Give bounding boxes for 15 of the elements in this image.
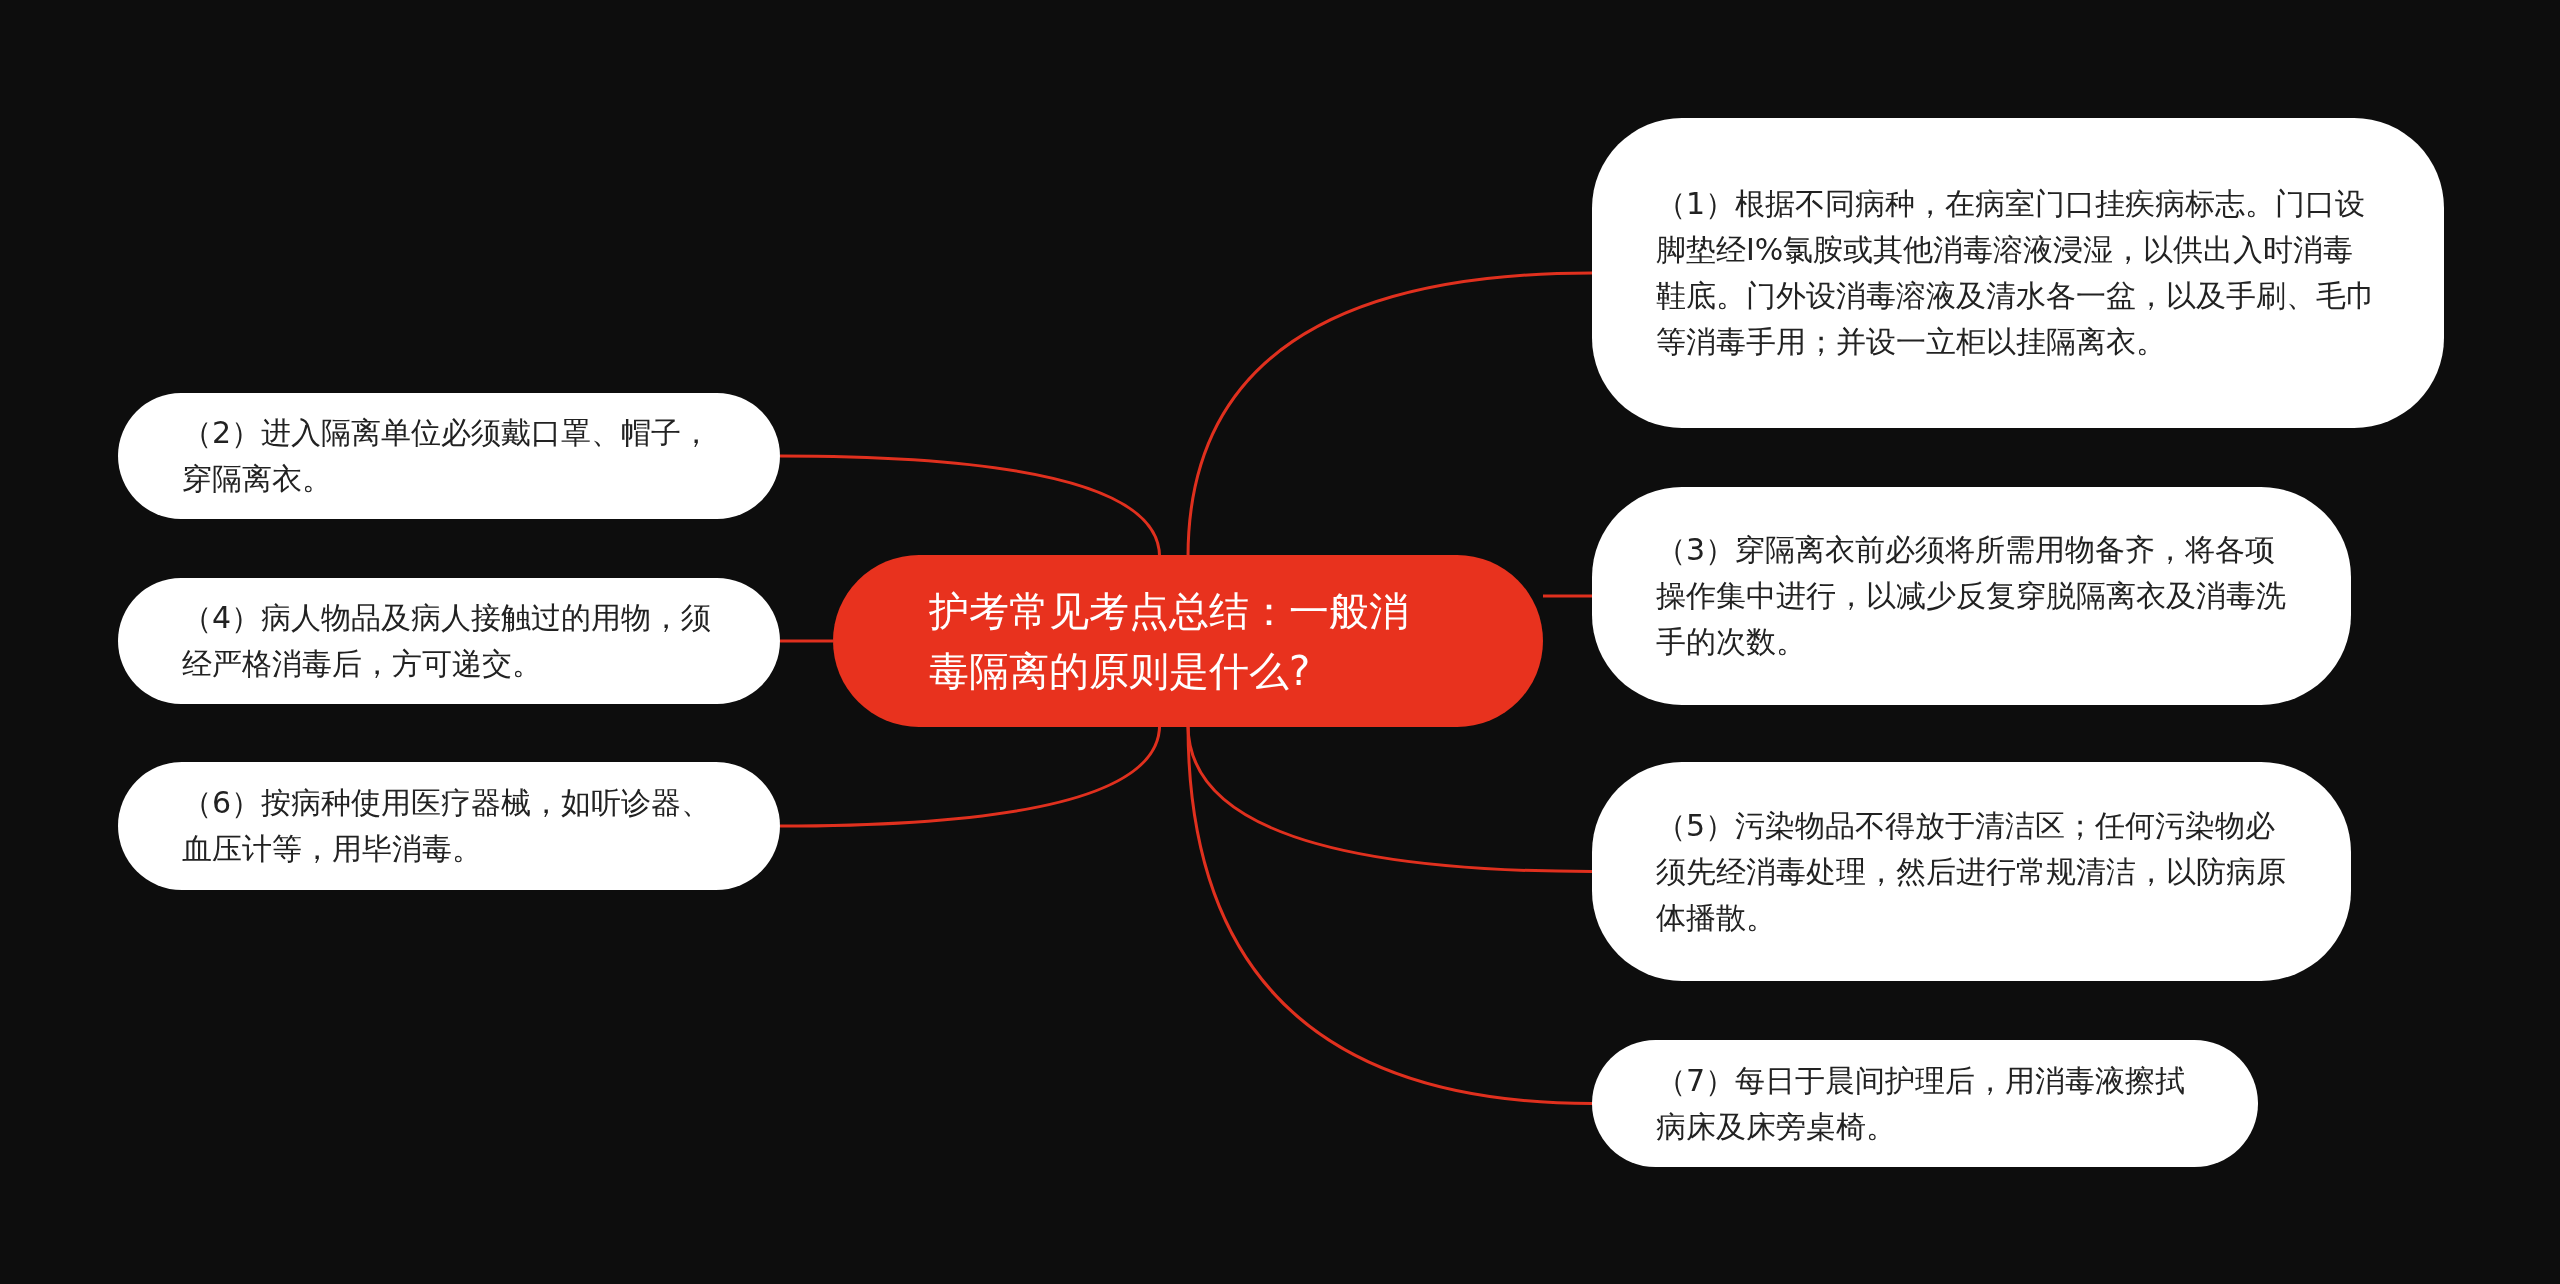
connector-line (1186, 724, 1593, 1105)
branch-text: （7）每日于晨间护理后，用消毒液擦拭病床及床旁桌椅。 (1656, 1061, 2187, 1146)
branch-text: （5）污染物品不得放于清洁区；任何污染物必须先经消毒处理，然后进行常规清洁，以防病原体播散。 (1656, 806, 2287, 937)
branch-text: （2）进入隔离单位必须戴口罩、帽子，穿隔离衣。 (182, 414, 713, 498)
connector-line (1543, 594, 1592, 598)
connector-line (780, 639, 833, 643)
connector-line (780, 454, 1162, 558)
branch-text: （3）穿隔离衣前必须将所需用物备齐，将各项操作集中进行，以减少反复穿脱隔离衣及消毒洗手的次数。 (1656, 531, 2287, 661)
branch-text: （1）根据不同病种，在病室门口挂疾病标志。门口设脚垫经I%氯胺或其他消毒溶液浸湿，以供出入时消毒鞋底。门外设消毒溶液及清水各一盆，以及手刷、毛巾等消毒手用；并设一立柜以挂隔离衣。 (1656, 185, 2377, 361)
branch-node (1592, 118, 2444, 428)
connector-line (1186, 271, 1593, 558)
topic-text: 护考常见考点总结：一般消毒隔离的原则是什么? (929, 587, 1410, 696)
branch-text: （4）病人物品及病人接触过的用物，须经严格消毒后，方可递交。 (182, 599, 713, 683)
branch-text: （6）按病种使用医疗器械，如听诊器、血压计等，用毕消毒。 (182, 784, 713, 868)
connector-line (780, 724, 1162, 828)
